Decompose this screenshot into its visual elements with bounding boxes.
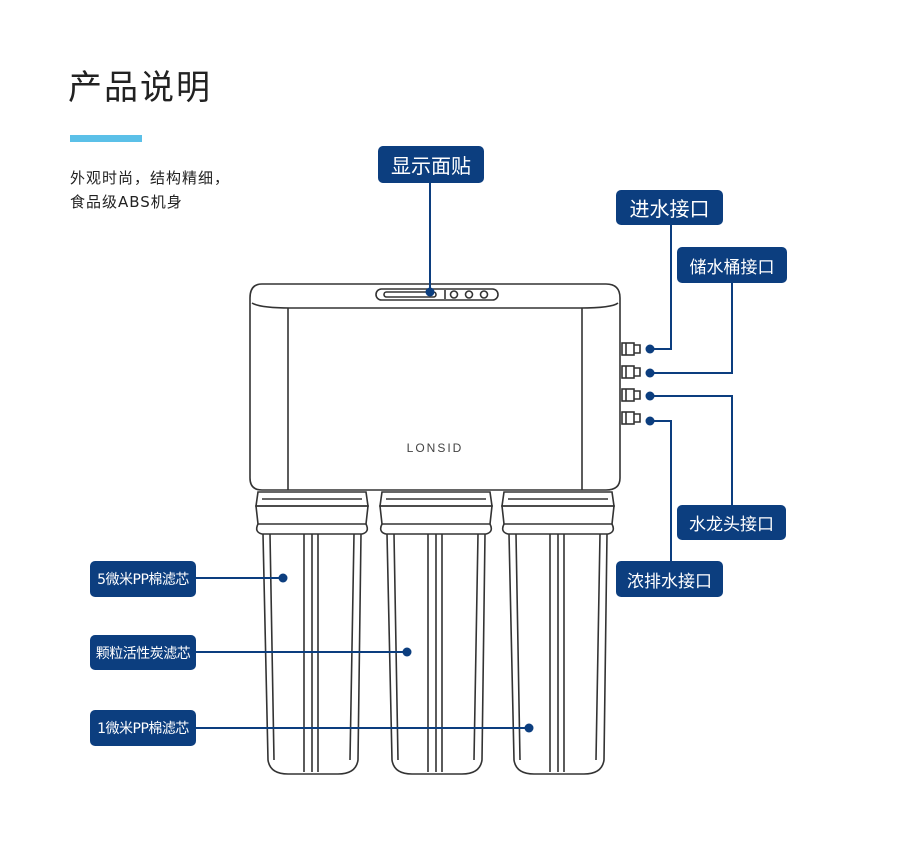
housing-outline <box>249 283 621 491</box>
label-filter-pp1: 1微米PP棉滤芯 <box>90 710 196 746</box>
leader-dots <box>278 287 655 733</box>
dot-display <box>425 287 435 297</box>
leader-faucet <box>650 395 733 505</box>
display-strip <box>375 288 499 301</box>
display-button-3 <box>479 290 489 299</box>
leader-lines <box>196 183 733 729</box>
label-filter-pp5: 5微米PP棉滤芯 <box>90 561 196 597</box>
brand-logo: LONSID <box>407 441 464 455</box>
product-description: 外观时尚，结构精细，食品级ABS机身 <box>70 169 231 211</box>
display-button-2 <box>464 290 474 299</box>
page-title: 产品说明 <box>68 68 212 108</box>
leader-tank <box>650 283 733 374</box>
label-water-inlet: 进水接口 <box>616 190 723 225</box>
filter-housing-2 <box>379 491 493 775</box>
leader-drain <box>650 420 672 561</box>
dot-filter-1 <box>278 573 288 583</box>
dot-drain <box>645 416 655 426</box>
purifier-drawing <box>249 283 641 775</box>
label-tank-port: 储水桶接口 <box>677 247 787 283</box>
label-faucet-port: 水龙头接口 <box>677 505 786 540</box>
dot-filter-2 <box>402 647 412 657</box>
connector-faucet <box>621 388 641 402</box>
display-button-1 <box>449 290 459 299</box>
dot-faucet <box>645 391 655 401</box>
connector-inlet <box>621 342 641 356</box>
title-accent-bar <box>70 135 142 142</box>
display-screen <box>383 291 437 298</box>
label-drain-port: 浓排水接口 <box>616 561 723 597</box>
label-display-panel: 显示面贴 <box>378 146 484 183</box>
filter-housing-1 <box>255 491 369 775</box>
label-filter-carbon: 颗粒活性炭滤芯 <box>90 635 196 670</box>
leader-inlet <box>650 223 672 350</box>
dot-filter-3 <box>524 723 534 733</box>
connector-tank <box>621 365 641 379</box>
dot-tank <box>645 368 655 378</box>
filter-housing-3 <box>501 491 615 775</box>
dot-inlet <box>645 344 655 354</box>
connector-drain <box>621 411 641 425</box>
housing-top-curve <box>251 302 619 309</box>
